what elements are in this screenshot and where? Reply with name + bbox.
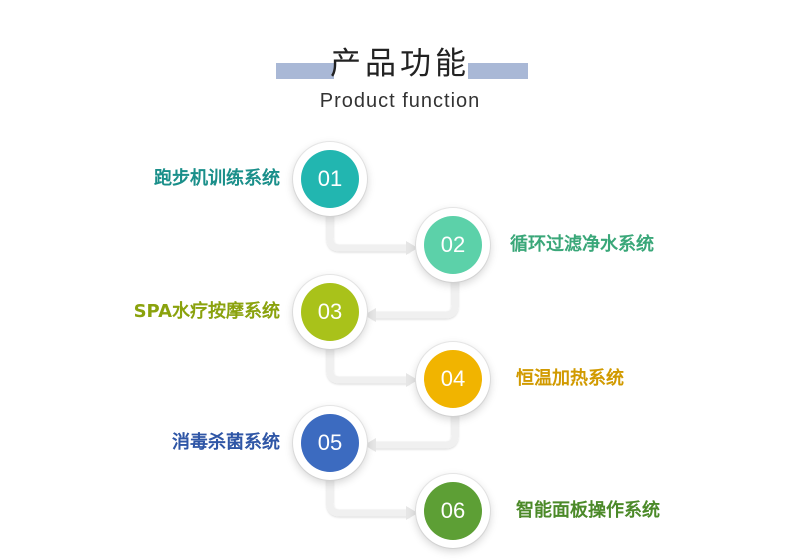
step-04-circle: 04 [424, 350, 482, 408]
connector-05-06 [326, 475, 410, 517]
connector-02-03 [372, 278, 459, 319]
step-05-circle: 05 [301, 414, 359, 472]
header: 产品功能 Product function [0, 0, 800, 120]
arrow-icon [364, 438, 376, 452]
step-03-circle: 03 [301, 283, 359, 341]
step-03-node: 03 [293, 275, 367, 349]
step-04-label: 恒温加热系统 [516, 368, 624, 389]
page-title: 产品功能 [330, 46, 470, 82]
arrow-icon [406, 373, 418, 387]
title-decoration-bar-left [276, 63, 334, 79]
step-01-circle: 01 [301, 150, 359, 208]
step-02-node: 02 [416, 208, 490, 282]
step-05-node: 05 [293, 406, 367, 480]
step-04-node: 04 [416, 342, 490, 416]
arrow-icon [406, 506, 418, 520]
title-decoration-bar-right [468, 63, 528, 79]
connector-04-05 [372, 410, 459, 449]
step-06-node: 06 [416, 474, 490, 548]
step-05-label: 消毒杀菌系统 [172, 432, 280, 453]
connector-01-02 [326, 212, 410, 252]
step-03-label: SPA水疗按摩系统 [133, 301, 280, 322]
step-06-circle: 06 [424, 482, 482, 540]
connector-03-04 [326, 345, 410, 384]
step-02-label: 循环过滤净水系统 [510, 234, 654, 255]
step-02-circle: 02 [424, 216, 482, 274]
step-06-label: 智能面板操作系统 [516, 500, 660, 521]
step-01-node: 01 [293, 142, 367, 216]
page-subtitle: Product function [319, 90, 481, 112]
step-01-label: 跑步机训练系统 [154, 168, 280, 189]
arrow-icon [406, 241, 418, 255]
arrow-icon [364, 308, 376, 322]
